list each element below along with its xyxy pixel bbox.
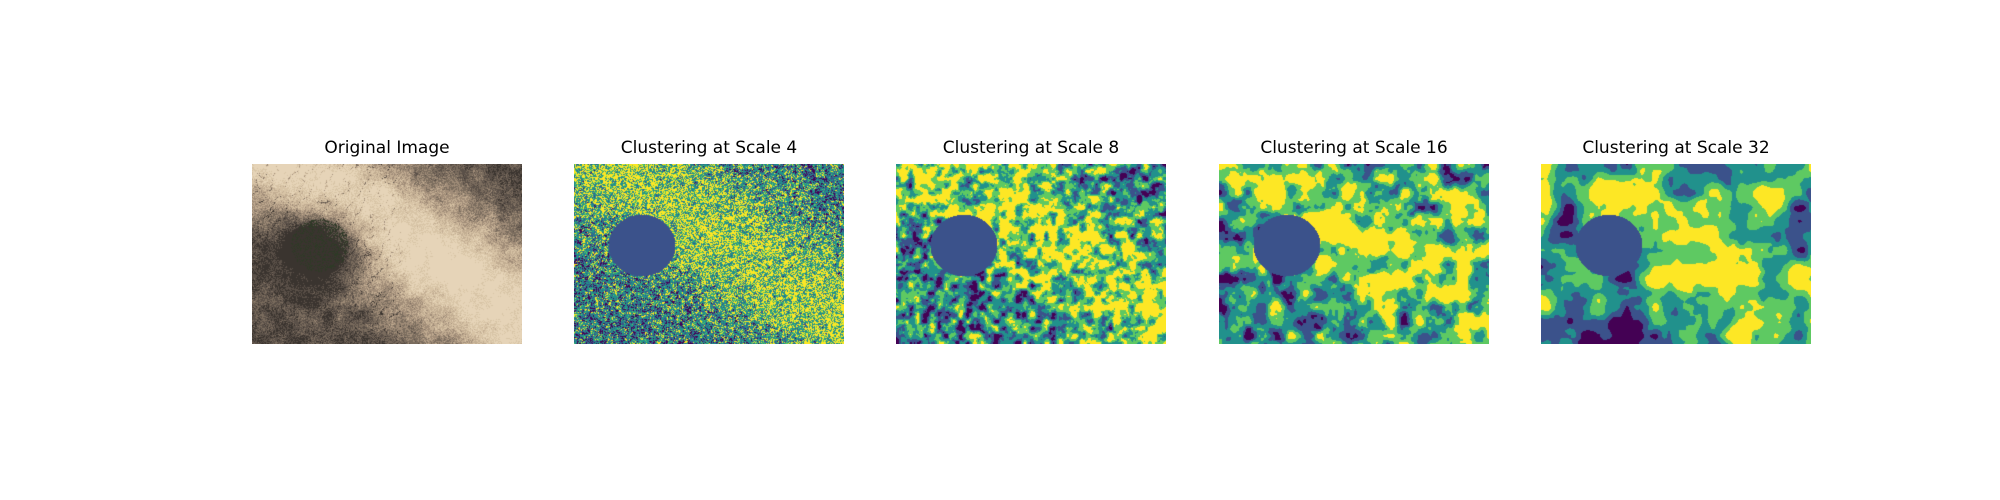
panel-title: Clustering at Scale 8 — [942, 138, 1120, 158]
panel-title: Clustering at Scale 4 — [620, 138, 798, 158]
original-aerial-photo — [252, 164, 522, 344]
panel-scale-16: Clustering at Scale 16 — [1219, 0, 1489, 500]
cluster-map-scale-4 — [574, 164, 844, 344]
cluster-map-scale-32 — [1541, 164, 1811, 344]
panel-title: Clustering at Scale 16 — [1260, 138, 1448, 158]
panel-title: Original Image — [324, 138, 450, 158]
panel-original: Original Image — [252, 0, 522, 500]
panel-title: Clustering at Scale 32 — [1582, 138, 1770, 158]
cluster-map-scale-16 — [1219, 164, 1489, 344]
panel-scale-4: Clustering at Scale 4 — [574, 0, 844, 500]
cluster-map-scale-8 — [896, 164, 1166, 344]
panel-scale-8: Clustering at Scale 8 — [896, 0, 1166, 500]
panel-scale-32: Clustering at Scale 32 — [1541, 0, 1811, 500]
